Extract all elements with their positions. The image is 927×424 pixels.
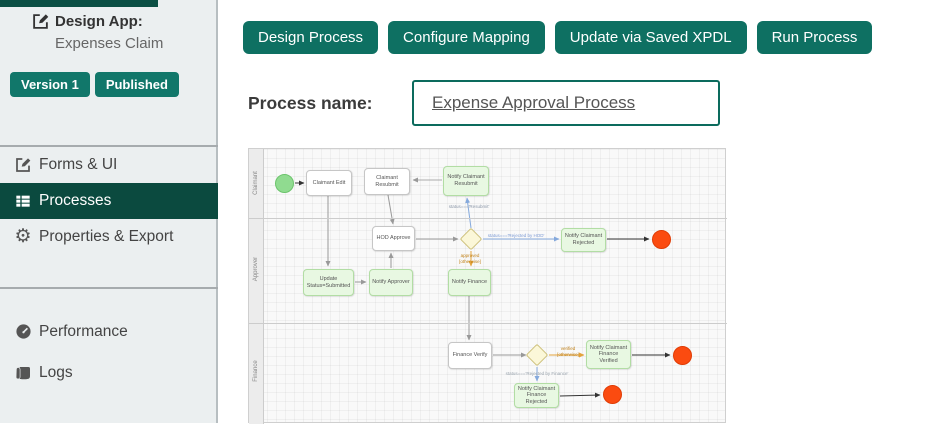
node-notify-approver[interactable]: Notify Approver: [369, 269, 413, 296]
node-notify-claimant-resubmit[interactable]: Notify Claimant Resubmit: [443, 166, 489, 196]
process-name-input[interactable]: [412, 80, 720, 126]
start-event[interactable]: [275, 174, 294, 193]
process-name-row: Process name:: [248, 80, 720, 126]
run-process-button[interactable]: Run Process: [756, 21, 873, 54]
sidebar-item-label: Properties & Export: [39, 228, 174, 245]
sidebar-item-logs[interactable]: Logs: [0, 352, 218, 393]
end-event-finance-rejected[interactable]: [603, 385, 622, 404]
node-notify-finance[interactable]: Notify Finance: [448, 269, 491, 296]
sidebar-item-label: Forms & UI: [39, 156, 118, 173]
toolbar: Design Process Configure Mapping Update …: [243, 21, 873, 54]
sidebar: Design App: Expenses Claim Version 1 Pub…: [0, 0, 218, 423]
lane-divider: [249, 323, 727, 324]
end-event-rejected[interactable]: [652, 230, 671, 249]
end-event-verified[interactable]: [673, 346, 692, 365]
sidebar-item-performance[interactable]: Performance: [0, 311, 218, 352]
version-badge[interactable]: Version 1: [10, 72, 90, 97]
edge-label-approved: approved: [460, 253, 480, 258]
sidebar-divider-bottom: [0, 287, 218, 289]
edge-label-verified: verified: [560, 346, 576, 351]
app-name: Expenses Claim: [55, 35, 164, 52]
edge-label-verified-otherwise: [otherwise]: [557, 352, 579, 357]
update-xpdl-button[interactable]: Update via Saved XPDL: [554, 21, 747, 54]
gauge-icon: [14, 323, 32, 341]
logs-scroll-icon: [14, 364, 32, 382]
node-hod-approve[interactable]: HOD Approve: [372, 226, 415, 251]
lane-strip: [249, 149, 264, 424]
edge-label-rejected-by-hod: status==='Rejected by HOD': [487, 233, 545, 238]
node-notify-claimant-rejected[interactable]: Notify Claimant Rejected: [561, 228, 606, 252]
sidebar-item-properties-export[interactable]: ⚙ Properties & Export: [0, 219, 218, 255]
node-claimant-edit[interactable]: Claimant Edit: [306, 170, 352, 196]
lane-label-finance: Finance: [253, 360, 259, 382]
edit-app-icon: [31, 12, 49, 30]
diagram-connectors: [295, 177, 671, 398]
list-icon: [14, 192, 32, 210]
edge-label-resubmit: status==='Resubmit': [448, 204, 490, 209]
edge-label-rejected-by-finance: status==='Rejected by Finance': [505, 371, 569, 376]
sidebar-item-processes[interactable]: Processes: [0, 183, 218, 219]
sidebar-item-label: Processes: [39, 192, 112, 209]
lane-label-claimant: Claimant: [253, 171, 259, 195]
app-header: Design App: Expenses Claim: [0, 12, 216, 52]
edit-icon: [14, 156, 32, 174]
configure-mapping-button[interactable]: Configure Mapping: [388, 21, 545, 54]
lane-label-approver: Approver: [253, 256, 259, 282]
design-process-button[interactable]: Design Process: [243, 21, 379, 54]
lane-divider: [249, 218, 727, 219]
sidebar-item-label: Performance: [39, 322, 128, 340]
process-diagram-canvas[interactable]: Claimant Approver Finance Claimant Edit …: [248, 148, 727, 424]
sidebar-menu-main: Forms & UI Processes ⚙ Properties & Expo…: [0, 147, 218, 255]
sidebar-item-label: Logs: [39, 363, 73, 381]
node-claimant-resubmit[interactable]: Claimant Resubmit: [364, 168, 410, 195]
process-name-label: Process name:: [248, 92, 373, 113]
published-badge[interactable]: Published: [94, 72, 179, 97]
sidebar-item-forms-ui[interactable]: Forms & UI: [0, 147, 218, 183]
app-label: Design App:: [55, 12, 143, 30]
gear-icon: ⚙: [14, 226, 32, 247]
node-update-status-submitted[interactable]: Update Status=Submitted: [303, 269, 354, 296]
node-notify-claimant-finance-verified[interactable]: Notify Claimant Finance Verified: [586, 340, 631, 369]
edge-label-approved-otherwise: [otherwise]: [459, 259, 481, 264]
node-finance-verify[interactable]: Finance Verify: [448, 342, 492, 369]
top-accent-bar: [0, 0, 158, 7]
sidebar-divider-top: [0, 145, 218, 147]
node-notify-claimant-finance-rejected[interactable]: Notify Claimant Finance Rejected: [514, 383, 559, 408]
sidebar-menu-secondary: Performance Logs: [0, 311, 218, 393]
